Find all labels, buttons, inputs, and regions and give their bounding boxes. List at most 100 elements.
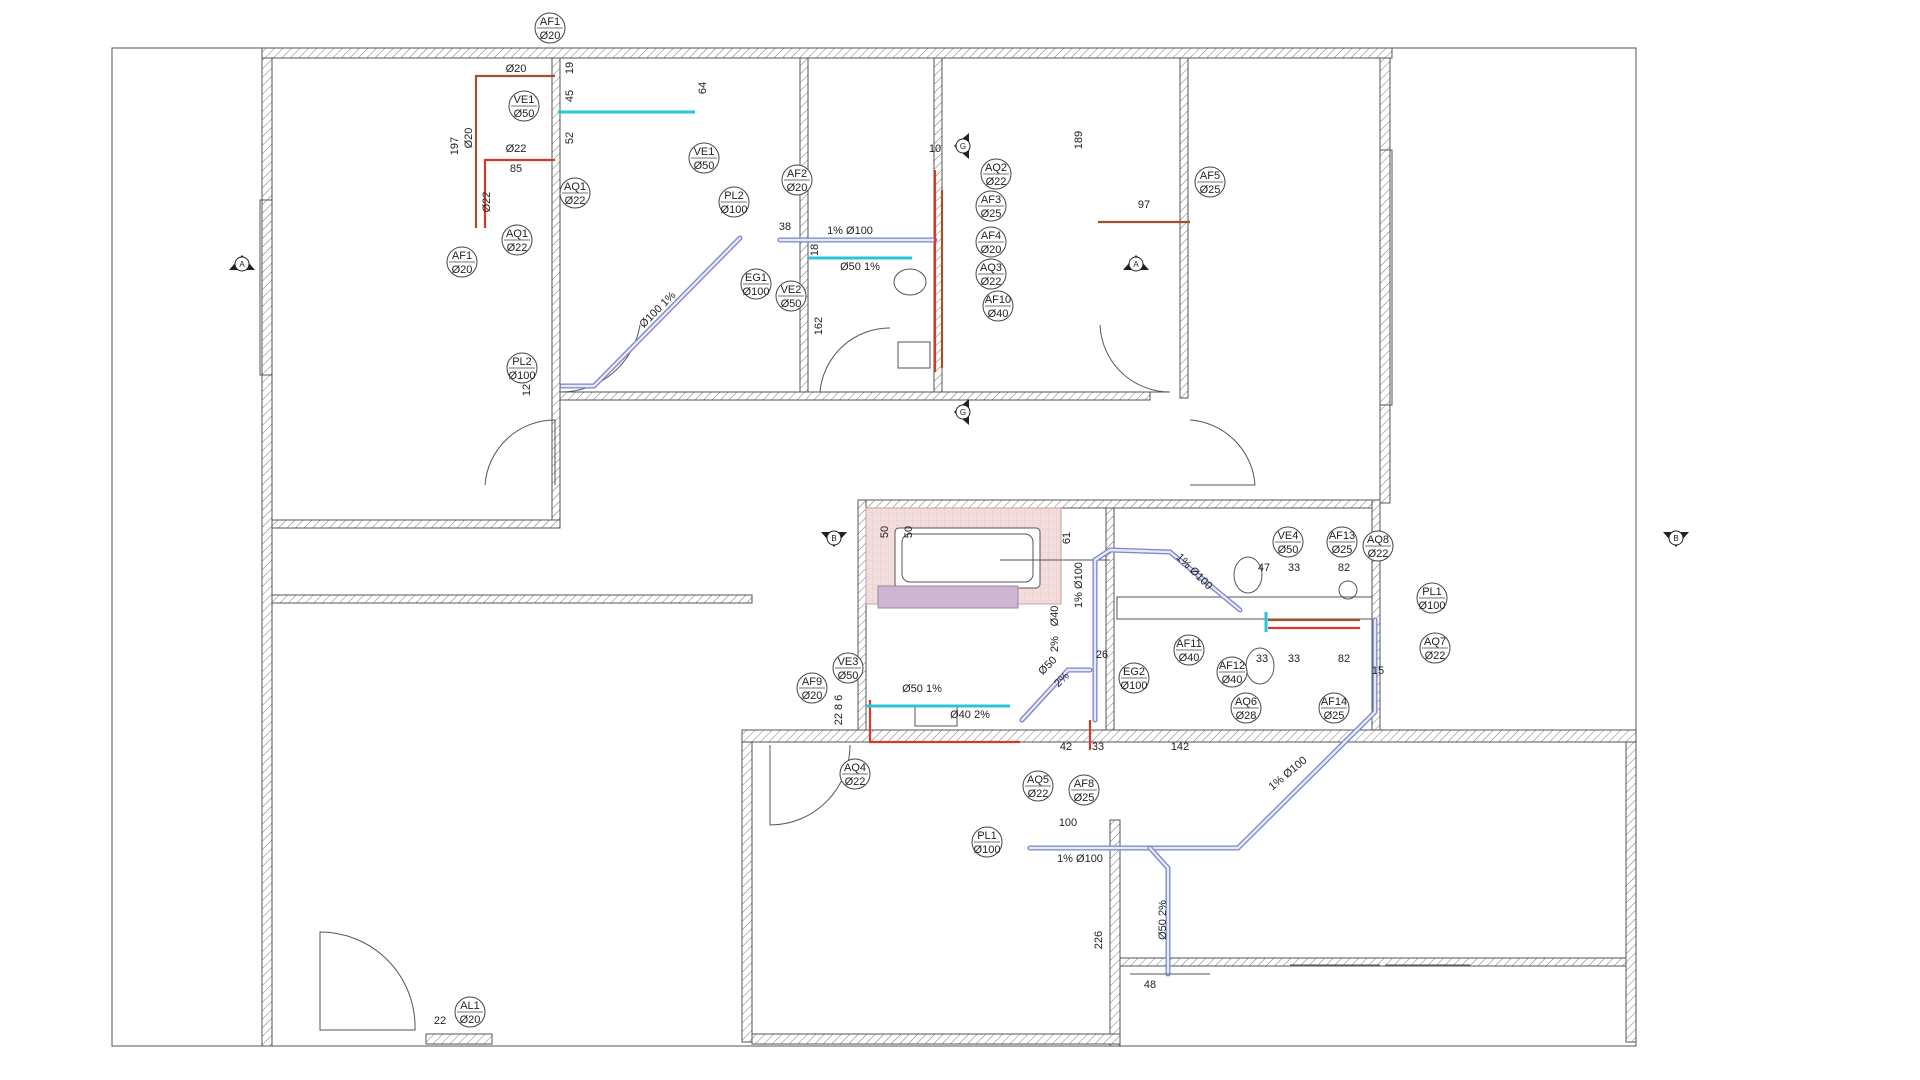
wall-room1-room2 — [551, 57, 561, 521]
tag-code: AQ8 — [1367, 534, 1389, 546]
tag-code: AQ1 — [506, 228, 528, 240]
window-right — [1379, 149, 1393, 406]
dimension-d-1pc-o100-diag2: 1% Ø100 — [1174, 551, 1215, 592]
dimension-d-2pc-a: 2% — [1049, 636, 1061, 652]
tag-code: AF2 — [787, 168, 807, 180]
dimension-d-1pc-o100-v: 1% Ø100 — [1073, 562, 1085, 608]
dimension-d-47: 47 — [1258, 562, 1270, 574]
dimension-d-o50-2pc: Ø50 2% — [1157, 900, 1169, 940]
wall-room2-bath — [799, 57, 809, 399]
walls — [111, 47, 1637, 1047]
section-marker-mk-a-right: A — [1123, 255, 1149, 272]
dimension-d-82b: 82 — [1338, 653, 1350, 665]
dimension-d-o20-v: Ø20 — [463, 128, 475, 149]
tag-size: Ø50 — [781, 298, 802, 310]
dimension-d-61: 61 — [1061, 532, 1073, 544]
tag-code: VE1 — [694, 146, 715, 158]
tag-code: PL1 — [1422, 586, 1442, 598]
dimension-d-38: 38 — [779, 221, 791, 233]
pipe-pl2-inner — [560, 236, 742, 388]
tag-code: AF12 — [1219, 660, 1245, 672]
section-circle — [955, 404, 971, 420]
tag-code: AF9 — [802, 676, 822, 688]
counter-lower — [1116, 596, 1373, 620]
tag-code: AF13 — [1329, 530, 1355, 542]
section-letter: B — [831, 534, 836, 543]
wall-corridor-top — [559, 391, 1151, 401]
wall-bath2-top — [857, 499, 1381, 509]
section-marker-mk-b-left: B — [821, 530, 847, 547]
wall-room3-room4 — [1179, 57, 1189, 399]
door-room4 — [1189, 419, 1256, 486]
wall-top — [261, 47, 1393, 59]
dimension-d-45: 45 — [564, 90, 576, 102]
tag-code: AQ4 — [844, 762, 866, 774]
wall-lower-right-divider — [1109, 819, 1121, 1047]
wall-middle-horizontal — [741, 729, 1637, 743]
tag-size: Ø100 — [974, 844, 1001, 856]
door-room2 — [819, 327, 891, 393]
tag-size: Ø22 — [1028, 788, 1049, 800]
wall-right-upper — [1379, 57, 1391, 504]
tag-size: Ø25 — [1200, 184, 1221, 196]
tag-code: AF3 — [981, 194, 1001, 206]
section-circle — [955, 138, 971, 154]
door-lower-mid — [769, 744, 851, 826]
section-letter: G — [960, 408, 966, 417]
tag-code: VE4 — [1278, 530, 1299, 542]
tag-code: AQ5 — [1027, 774, 1049, 786]
tag-size: Ø22 — [986, 176, 1007, 188]
tag-size: Ø40 — [988, 308, 1009, 320]
dimension-d-o40-2pc: Ø40 2% — [950, 709, 990, 721]
tag-code: AQ1 — [564, 181, 586, 193]
tag-code: PL2 — [724, 190, 744, 202]
dimension-d-189: 189 — [1073, 131, 1085, 149]
tag-size: Ø40 — [1179, 652, 1200, 664]
dimension-d-142: 142 — [1171, 741, 1189, 753]
dimension-d-o22-v: Ø22 — [481, 192, 493, 213]
section-circle — [1128, 256, 1144, 272]
tag-size: Ø22 — [507, 242, 528, 254]
dimension-d-12: 12 — [521, 384, 533, 396]
tag-size: Ø22 — [1425, 650, 1446, 662]
tag-size: Ø22 — [565, 195, 586, 207]
pipes — [474, 74, 1378, 977]
tag-size: Ø20 — [981, 244, 1002, 256]
tag-code: PL1 — [977, 830, 997, 842]
dimension-d-50a: 50 — [879, 526, 891, 538]
dimension-d-42: 42 — [1060, 741, 1072, 753]
tag-size: Ø20 — [460, 1014, 481, 1026]
dimension-d-1pc-o100-diag3: 1% Ø100 — [1267, 754, 1310, 793]
dimension-d-100: 100 — [1059, 817, 1077, 829]
tag-size: Ø100 — [1121, 680, 1148, 692]
tag-size: Ø50 — [838, 670, 859, 682]
tag-code: AL1 — [460, 1000, 480, 1012]
tag-code: AF11 — [1176, 638, 1201, 650]
dimension-d-o40-v: Ø40 — [1049, 606, 1061, 627]
pipe-pl1-inner — [1028, 618, 1377, 850]
dimension-d-22: 22 — [434, 1015, 446, 1027]
bathtub-inner — [901, 533, 1034, 583]
pipe-af1 — [474, 74, 555, 228]
tag-size: Ø50 — [694, 160, 715, 172]
dimension-d-52: 52 — [564, 132, 576, 144]
tag-size: Ø100 — [743, 286, 770, 298]
